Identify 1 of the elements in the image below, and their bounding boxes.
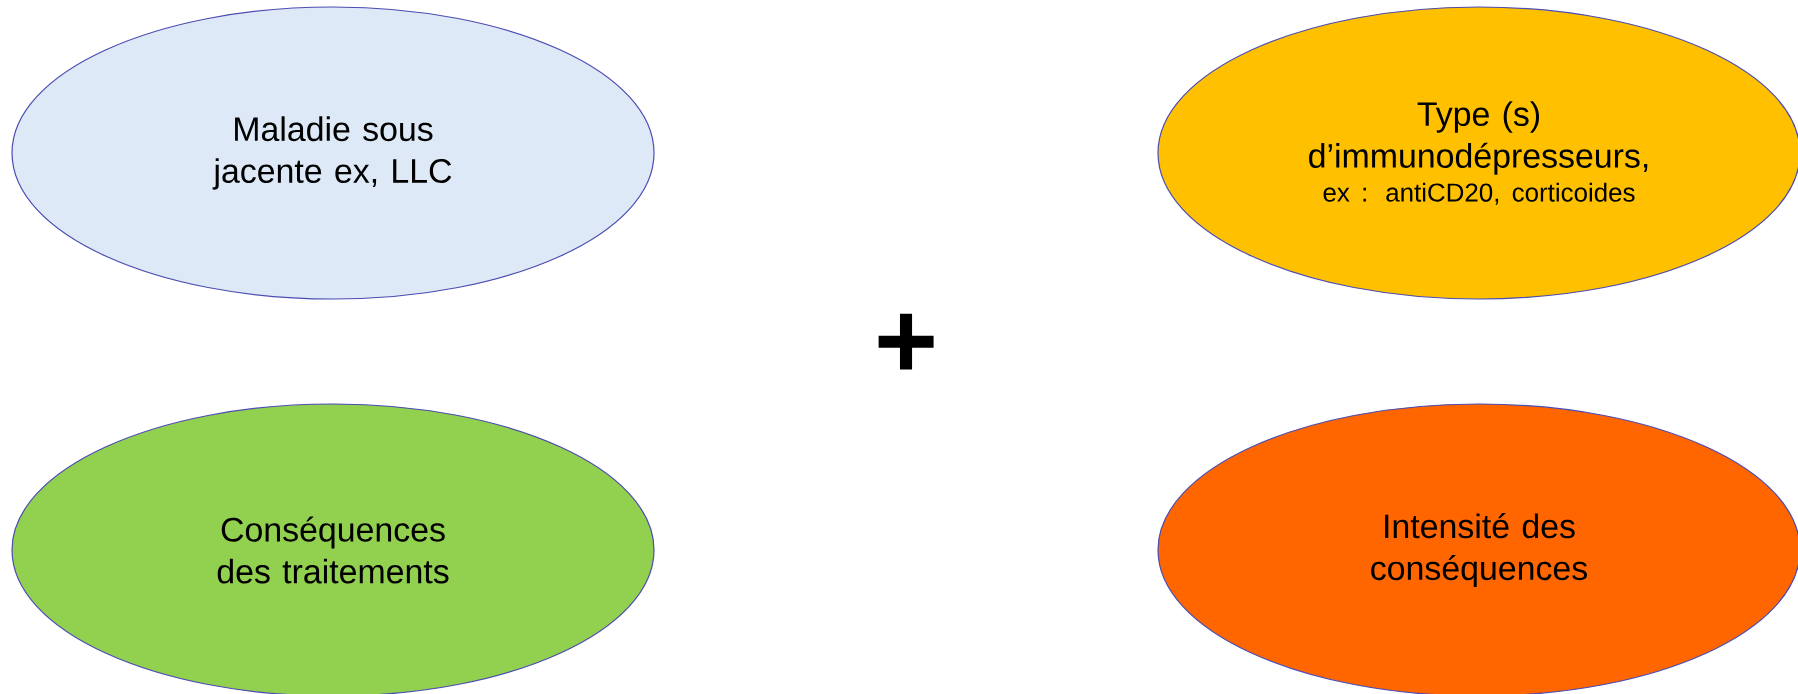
plus-sign: + (878, 313, 934, 370)
